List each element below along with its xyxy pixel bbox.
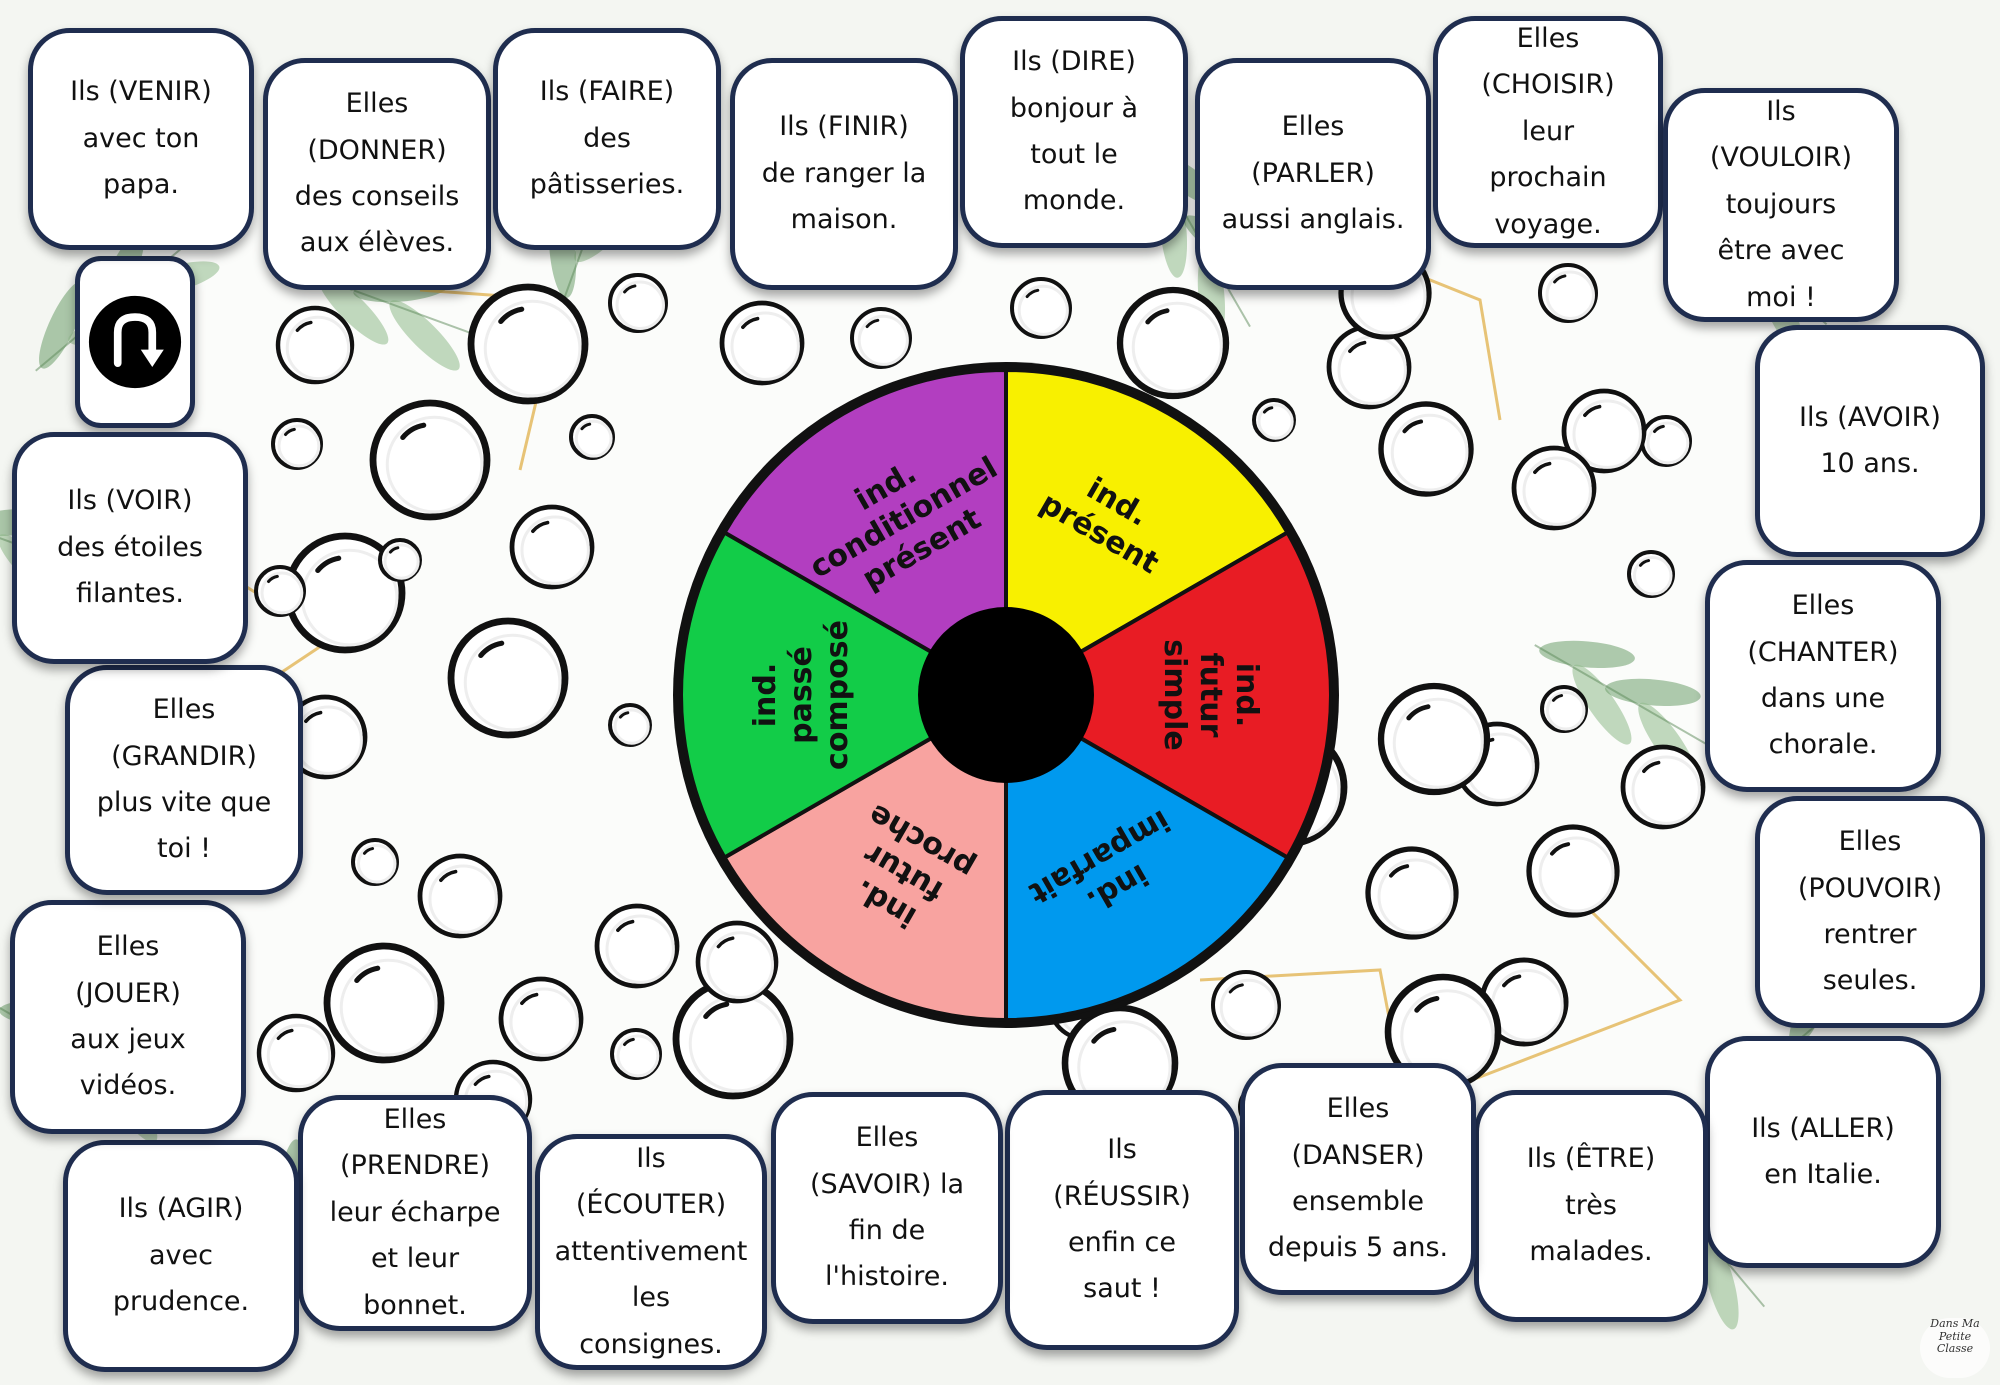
card-text: Ils (AVOIR) 10 ans. — [1799, 401, 1941, 479]
card-text: Ils (AGIR) avec prudence. — [112, 1193, 250, 1318]
bubble-space[interactable] — [275, 305, 355, 385]
card-text: Ils (FINIR) de ranger la maison. — [761, 111, 927, 236]
brand-logo: Dans Ma Petite Classe — [1920, 1317, 1990, 1378]
bubble-space[interactable] — [1378, 401, 1474, 497]
card-text: Ils (FAIRE) des pâtisseries. — [529, 76, 685, 201]
card-finir[interactable]: Ils (FINIR) de ranger la maison. — [730, 58, 958, 290]
bubble-space[interactable] — [254, 565, 306, 617]
spinner-label: ind. — [748, 663, 783, 728]
bubble-space[interactable] — [594, 903, 680, 989]
card-text: Ils (ALLER) en Italie. — [1751, 1112, 1895, 1190]
card-text: Elles (GRANDIR) plus vite que toi ! — [96, 694, 272, 865]
bubble-space[interactable] — [608, 703, 652, 747]
card-prendre[interactable]: Elles (PRENDRE) leur écharpe et leur bon… — [298, 1095, 532, 1331]
card-vouloir[interactable]: Ils (VOULOIR) toujours être avec moi ! — [1663, 88, 1899, 322]
bubble-space[interactable] — [498, 976, 584, 1062]
card-grandir[interactable]: Elles (GRANDIR) plus vite que toi ! — [65, 665, 303, 895]
bubble-space[interactable] — [1116, 286, 1230, 400]
spinner-label: ind. — [1229, 663, 1264, 728]
card-donner[interactable]: Elles (DONNER) des conseils aux élèves. — [263, 58, 491, 290]
bubble-space[interactable] — [1365, 846, 1459, 940]
card-text: Elles (POUVOIR) rentrer seules. — [1797, 826, 1943, 997]
card-chanter[interactable]: Elles (CHANTER) dans une chorale. — [1705, 560, 1941, 792]
u-turn-tile[interactable] — [75, 256, 195, 428]
card-text: Ils (RÉUSSIR) enfin ce saut ! — [1053, 1134, 1191, 1305]
card-voir[interactable]: Ils (VOIR) des étoiles filantes. — [12, 432, 248, 664]
bubble-space[interactable] — [1479, 957, 1569, 1047]
bubble-space[interactable] — [1377, 682, 1491, 796]
bubble-space[interactable] — [1627, 550, 1675, 598]
bubble-space[interactable] — [1511, 445, 1597, 531]
bubble-space[interactable] — [323, 942, 445, 1064]
card-parler[interactable]: Elles (PARLER) aussi anglais. — [1195, 58, 1431, 290]
spinner-label: simple — [1157, 639, 1192, 751]
card-text: Ils (ÉCOUTER) attentivement les consigne… — [554, 1142, 748, 1360]
bubble-space[interactable] — [1252, 398, 1296, 442]
card-choisir[interactable]: Elles (CHOISIR) leur prochain voyage. — [1433, 16, 1663, 248]
spinner-label: futur — [1193, 653, 1228, 738]
card-text: Ils (VOIR) des étoiles filantes. — [57, 485, 203, 610]
spinner-segment-futur-proche — [721, 691, 1008, 1023]
bubble-space[interactable] — [1211, 970, 1281, 1040]
bubble-space[interactable] — [610, 1028, 662, 1080]
bubble-space[interactable] — [1526, 824, 1620, 918]
card-venir[interactable]: Ils (VENIR) avec ton papa. — [28, 28, 254, 250]
card-text: Elles (PARLER) aussi anglais. — [1221, 111, 1405, 236]
card-text: Ils (DIRE) bonjour à tout le monde. — [1009, 46, 1139, 217]
spinner-hub — [918, 607, 1094, 783]
card-text: Elles (DANSER) ensemble depuis 5 ans. — [1267, 1093, 1449, 1264]
card-text: Ils (ÊTRE) très malades. — [1526, 1143, 1656, 1268]
spinner-segment-passe-compose — [679, 529, 1010, 861]
card-text: Elles (DONNER) des conseils aux élèves. — [294, 88, 460, 259]
card-text: Elles (CHANTER) dans une chorale. — [1747, 590, 1899, 761]
bubble-space[interactable] — [1640, 415, 1692, 467]
card-ecouter[interactable]: Ils (ÉCOUTER) attentivement les consigne… — [535, 1134, 767, 1370]
bubble-space[interactable] — [1538, 263, 1598, 323]
card-text: Elles (CHOISIR) leur prochain voyage. — [1481, 22, 1615, 240]
bubble-space[interactable] — [369, 399, 491, 521]
card-text: Ils (VOULOIR) toujours être avec moi ! — [1709, 95, 1853, 313]
bubble-space[interactable] — [850, 307, 912, 369]
bubble-space[interactable] — [447, 617, 569, 739]
spinner-segment-imparfait — [1004, 691, 1291, 1023]
bubble-space[interactable] — [569, 414, 615, 460]
bubble-space[interactable] — [608, 273, 668, 333]
spinner-segment-futur-simple — [1001, 529, 1333, 861]
card-agir[interactable]: Ils (AGIR) avec prudence. — [63, 1140, 299, 1372]
card-avoir[interactable]: Ils (AVOIR) 10 ans. — [1755, 325, 1985, 557]
spinner-segment-present — [1004, 367, 1291, 699]
card-aller[interactable]: Ils (ALLER) en Italie. — [1705, 1036, 1941, 1268]
card-text: Elles (JOUER) aux jeux vidéos. — [70, 931, 186, 1102]
bubble-space[interactable] — [467, 283, 589, 405]
bubble-space[interactable] — [719, 300, 805, 386]
bubble-space[interactable] — [1561, 388, 1647, 474]
bubble-space[interactable] — [509, 504, 595, 590]
card-text: Elles (PRENDRE) leur écharpe et leur bon… — [329, 1103, 501, 1321]
bubble-space[interactable] — [1010, 277, 1072, 339]
card-pouvoir[interactable]: Elles (POUVOIR) rentrer seules. — [1755, 796, 1985, 1028]
card-jouer[interactable]: Elles (JOUER) aux jeux vidéos. — [10, 900, 246, 1134]
bubble-space[interactable] — [695, 920, 779, 1004]
card-etre[interactable]: Ils (ÊTRE) très malades. — [1474, 1090, 1708, 1322]
card-text: Elles (SAVOIR) la fin de l'histoire. — [809, 1122, 965, 1293]
bubble-space[interactable] — [271, 418, 323, 470]
spinner-label: composé — [820, 620, 855, 770]
bubble-space[interactable] — [1620, 744, 1706, 830]
card-reussir[interactable]: Ils (RÉUSSIR) enfin ce saut ! — [1005, 1090, 1239, 1350]
card-danser[interactable]: Elles (DANSER) ensemble depuis 5 ans. — [1240, 1063, 1476, 1295]
card-faire[interactable]: Ils (FAIRE) des pâtisseries. — [493, 28, 721, 250]
bubble-space[interactable] — [351, 838, 399, 886]
spinner-label: passé — [784, 646, 819, 744]
card-text: Ils (VENIR) avec ton papa. — [70, 76, 212, 201]
bubble-space[interactable] — [1540, 685, 1588, 733]
bubble-space[interactable] — [417, 853, 503, 939]
card-savoir[interactable]: Elles (SAVOIR) la fin de l'histoire. — [771, 1092, 1003, 1324]
card-dire[interactable]: Ils (DIRE) bonjour à tout le monde. — [960, 16, 1188, 248]
u-turn-arrow-icon — [88, 295, 182, 389]
bubble-space[interactable] — [256, 1013, 336, 1093]
bubble-space[interactable] — [378, 538, 422, 582]
spinner-segment-conditionnel — [721, 367, 1008, 699]
